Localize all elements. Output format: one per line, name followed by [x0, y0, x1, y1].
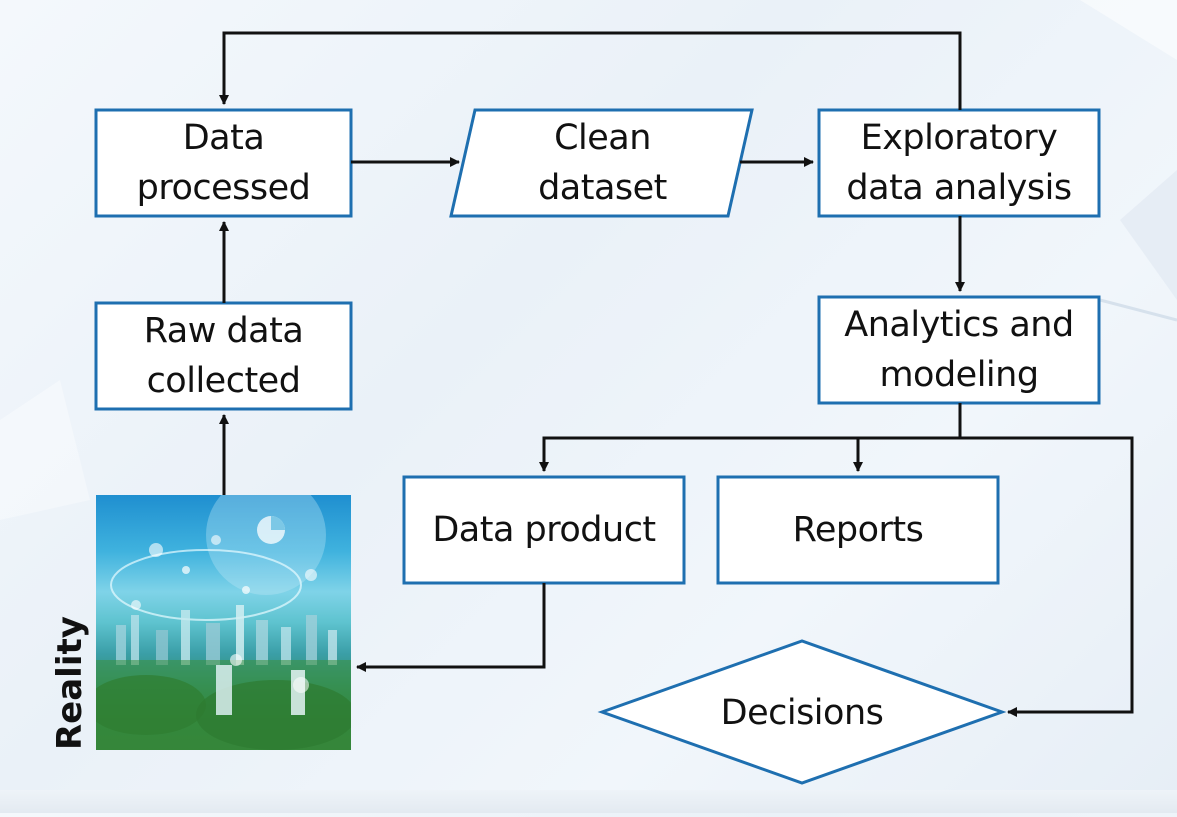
- arrow-data-product-to-reality: [356, 583, 546, 672]
- node-decisions-shape: [597, 639, 1007, 785]
- node-clean-dataset: Clean dataset: [538, 118, 667, 208]
- node-reports-shape: [716, 475, 1000, 585]
- node-clean-dataset-shape: [449, 108, 754, 218]
- node-data-product: Data product: [432, 510, 656, 550]
- arrow-exploratory-to-data-processed: [219, 31, 962, 110]
- node-analytics-and-modeling: Analytics and modeling: [844, 305, 1074, 395]
- city-skyline-with-data-icons-image: [96, 495, 351, 750]
- reality-image: [96, 495, 351, 750]
- node-analytics-shape: [817, 295, 1101, 405]
- node-reports: Reports: [792, 510, 924, 550]
- bottom-band: [0, 790, 1177, 813]
- reality-label: Reality: [50, 616, 90, 750]
- arrow-analytics-to-data-product: [539, 403, 962, 472]
- node-data-product-shape: [402, 475, 686, 585]
- arrow-analytics-to-decisions: [960, 436, 1134, 717]
- node-decisions: Decisions: [720, 693, 884, 733]
- node-exploratory-data-analysis: Exploratory data analysis: [846, 118, 1072, 208]
- node-raw-data-collected: Raw data collected: [143, 311, 304, 401]
- node-data-processed: Data processed: [136, 118, 311, 208]
